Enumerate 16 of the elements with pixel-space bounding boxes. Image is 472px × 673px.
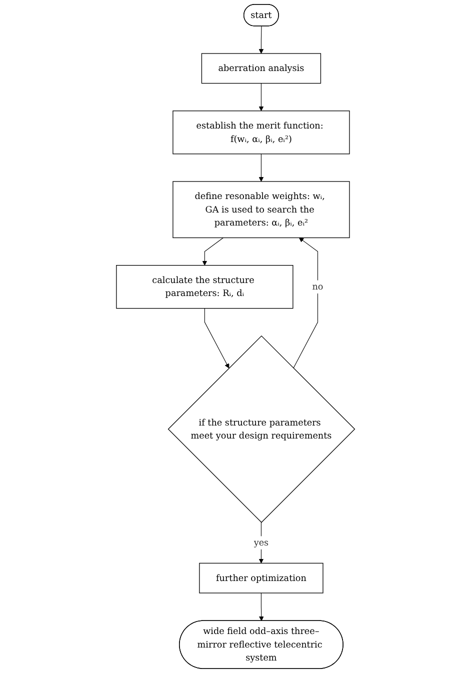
node-box: define resonable weights: wᵢ, GA is used to search the parameters: αᵢ, βᵢ, eᵢ² — [173, 181, 350, 238]
node-box: calculate the structure parameters: Rᵢ, dᵢ — [116, 265, 294, 309]
node-box: establish the merit function: f(wᵢ, αᵢ, βᵢ, eᵢ²) — [173, 110, 350, 154]
arrow — [259, 592, 264, 622]
edge-label: no — [312, 281, 324, 292]
arrow — [294, 238, 318, 368]
arrow — [259, 26, 264, 54]
node-box: aberration analysis — [202, 53, 322, 84]
node-box: further optimization — [200, 562, 324, 594]
edge-label: yes — [254, 537, 270, 548]
arrow — [202, 237, 224, 266]
node-diamond: if the structure parameters meet your design requirements — [168, 335, 356, 523]
arrow — [204, 308, 230, 368]
arrow — [259, 522, 264, 564]
arrow — [259, 154, 264, 182]
arrow — [259, 83, 264, 112]
